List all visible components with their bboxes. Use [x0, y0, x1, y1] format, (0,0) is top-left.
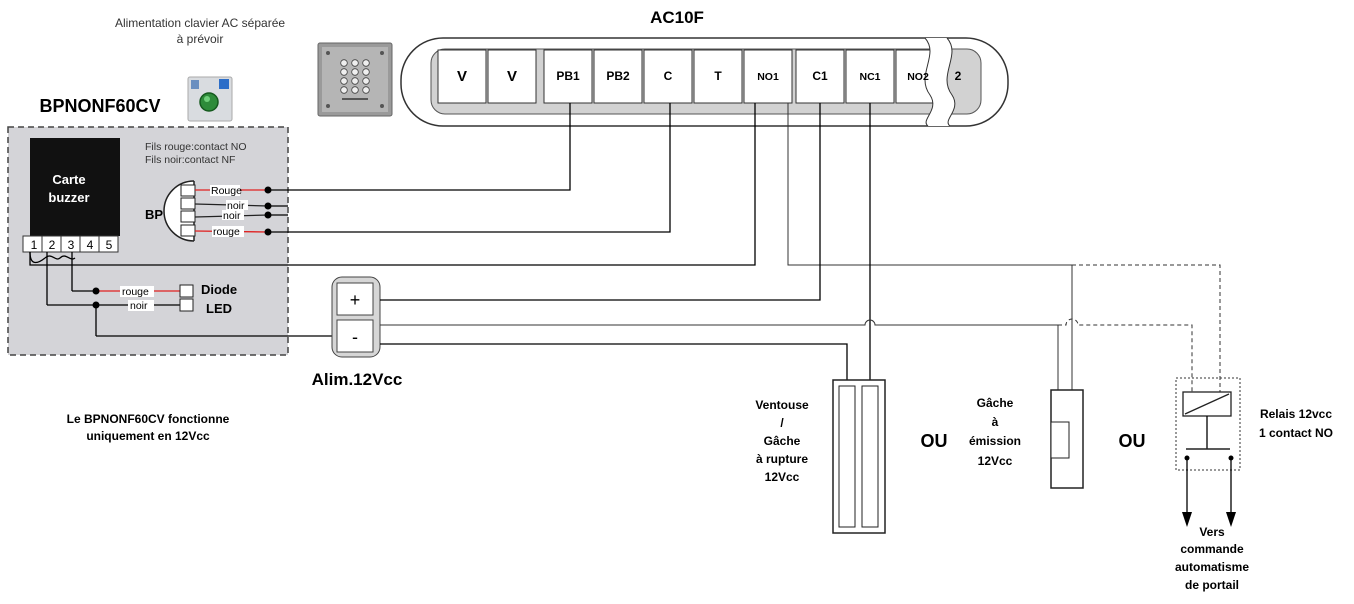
keypad-image: [317, 42, 393, 117]
terminal-pb2: PB2: [606, 69, 630, 83]
board-terminal-5: 5: [106, 238, 113, 252]
board-terminal-4: 4: [87, 238, 94, 252]
power-supply-plus: +: [350, 290, 361, 310]
terminal-nc1: NC1: [859, 71, 880, 83]
relay-output-3: automatisme: [1175, 560, 1249, 574]
terminal-v1: V: [457, 68, 467, 85]
board-terminal-2: 2: [49, 238, 56, 252]
bp-module-title: BPNONF60CV: [39, 96, 160, 116]
board-terminal-3: 3: [68, 238, 75, 252]
terminal-partial: 2: [955, 69, 962, 83]
ventouse-label-3: Gâche: [764, 434, 801, 448]
relay-output-4: de portail: [1185, 578, 1239, 592]
or-label-1: OU: [921, 431, 948, 451]
terminal-v2: V: [507, 68, 517, 85]
push-button-label: BP: [145, 207, 163, 222]
buzzer-board: Carte buzzer 1 2 3 4 5: [22, 138, 120, 253]
terminal-c: C: [664, 69, 673, 83]
buzzer-board-line2: buzzer: [48, 190, 89, 205]
relay-output-2: commande: [1180, 542, 1244, 556]
controller-terminal-labels: V V PB1 PB2 C T NO1 C1 NC1 NO2 2: [457, 68, 962, 85]
push-button-image: [187, 76, 233, 122]
relay-output-1: Vers: [1199, 525, 1225, 539]
terminal-no2: NO2: [907, 71, 929, 83]
controller-board: [400, 37, 1009, 127]
ventouse-label-1: Ventouse: [755, 398, 809, 412]
gache-label-2: à: [992, 415, 999, 429]
button-wire-rouge-upper: Rouge: [211, 185, 242, 197]
button-wire-noir-1: noir: [227, 200, 245, 212]
gache-emission-symbol: [1050, 389, 1084, 489]
led-wiring: [29, 251, 336, 337]
ventouse-label-5: 12Vcc: [765, 470, 800, 484]
main-wiring: [29, 103, 1221, 392]
terminal-no1: NO1: [757, 71, 779, 83]
wire-legend-nf: Fils noir:contact NF: [145, 154, 235, 166]
led-label-line2: LED: [206, 301, 232, 316]
terminal-t: T: [714, 69, 722, 83]
led-label-line1: Diode: [201, 282, 237, 297]
button-wire-rouge-lower: rouge: [213, 226, 240, 238]
power-note-line2: à prévoir: [177, 32, 224, 46]
power-note-line1: Alimentation clavier AC séparée: [115, 16, 285, 30]
relay-label-1: Relais 12vcc: [1260, 407, 1332, 421]
button-wires: [194, 185, 272, 237]
power-supply-label: Alim.12Vcc: [312, 370, 403, 389]
gache-label-1: Gâche: [977, 396, 1014, 410]
bp-note-line2: uniquement en 12Vcc: [86, 429, 210, 443]
wire-legend-no: Fils rouge:contact NO: [145, 141, 247, 153]
buzzer-board-line1: Carte: [52, 172, 85, 187]
relay-symbol: [1175, 377, 1241, 527]
power-supply: [331, 276, 381, 358]
terminal-pb1: PB1: [556, 69, 580, 83]
button-wire-noir-2: noir: [223, 210, 241, 222]
relay-label-2: 1 contact NO: [1259, 426, 1333, 440]
gache-label-3: émission: [969, 434, 1021, 448]
push-button-symbol: [163, 180, 196, 242]
controller-title: AC10F: [650, 8, 704, 27]
gache-label-4: 12Vcc: [978, 454, 1013, 468]
board-terminal-1: 1: [31, 238, 38, 252]
bp-note-line1: Le BPNONF60CV fonctionne: [67, 412, 230, 426]
ventouse-symbol: [832, 379, 886, 534]
led-wire-noir: noir: [130, 300, 148, 312]
ventouse-label-2: /: [780, 416, 784, 430]
ventouse-label-4: à rupture: [756, 452, 808, 466]
or-label-2: OU: [1119, 431, 1146, 451]
power-supply-minus: -: [352, 327, 358, 347]
led-wire-rouge: rouge: [122, 286, 149, 298]
terminal-c1: C1: [812, 69, 828, 83]
